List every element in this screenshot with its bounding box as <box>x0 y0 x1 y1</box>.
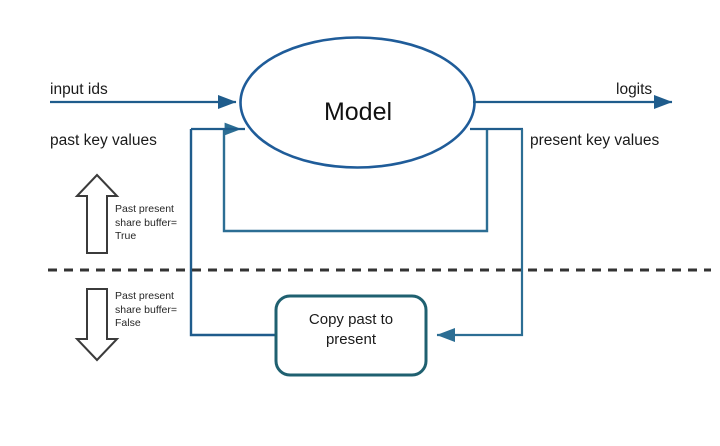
down-arrow-icon <box>74 288 120 362</box>
label-input-ids: input ids <box>50 81 108 98</box>
copy-past-to-present-box <box>274 294 428 377</box>
annotation-share-buffer-true: Past present share buffer= True <box>115 203 177 242</box>
up-arrow-icon <box>74 173 120 254</box>
outer-feedback-right <box>436 129 524 343</box>
label-present-key-values: present key values <box>530 132 660 149</box>
annotation-share-buffer-false: Past present share buffer= False <box>115 290 177 329</box>
model-node-label: Model <box>323 98 393 126</box>
outer-feedback-left <box>189 129 275 337</box>
label-logits: logits <box>616 81 653 98</box>
copy-box-label: Copy past to present <box>308 311 394 348</box>
label-past-key-values: past key values <box>50 132 157 149</box>
inner-feedback-path <box>222 129 489 233</box>
